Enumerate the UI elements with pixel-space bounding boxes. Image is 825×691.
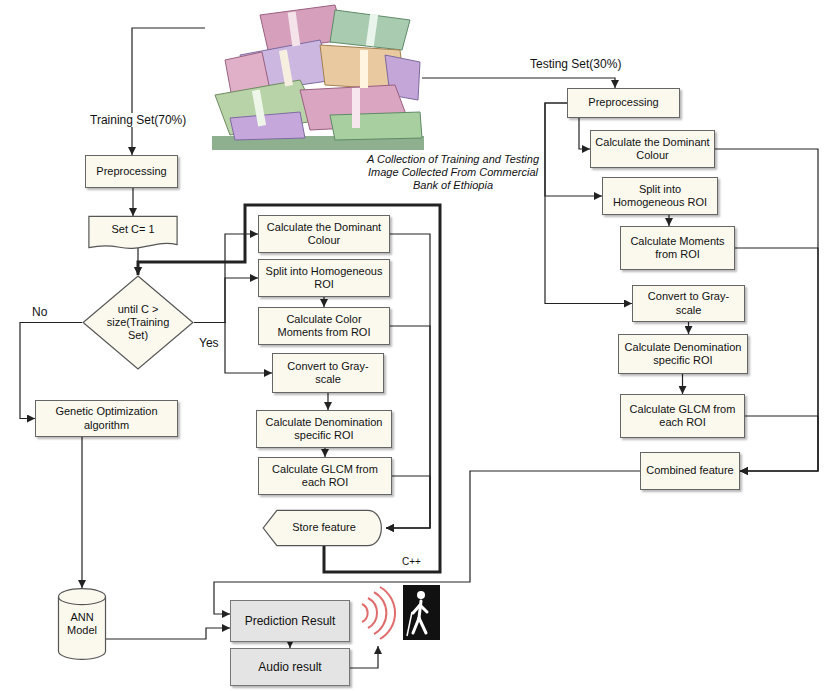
model-cylinder: ANN Model [58, 588, 106, 660]
decision-diamond: until C > size(Training Set) [82, 275, 194, 370]
blind-person-icon [403, 585, 440, 640]
output-line [350, 646, 378, 668]
set-label: Training Set(70%) [88, 113, 188, 127]
process-box: Preprocessing [567, 88, 680, 118]
branch-label: Yes [197, 336, 221, 350]
flow-arrow [386, 476, 430, 528]
process-box: Calculate GLCM from each ROI [258, 457, 392, 495]
node-text: Calculate Denomination specific ROI [623, 341, 743, 367]
flow-arrow [81, 437, 82, 588]
node-text: Calculate the Dominant Colour [595, 136, 710, 162]
node-text: Calculate Color Moments from ROI [263, 313, 385, 339]
node-text: Combined feature [646, 464, 733, 477]
node-text: Calculate Denomination specific ROI [261, 416, 387, 442]
flow-arrow [324, 448, 325, 457]
sound-icon [362, 587, 395, 639]
process-box: Split into Homogeneous ROI [258, 259, 390, 297]
flow-arrow [386, 326, 430, 528]
node-text: Convert to Gray-scale [637, 290, 740, 316]
process-box: Genetic Optimization algorithm [35, 400, 178, 437]
flow-arrow [740, 416, 818, 471]
branch-label: No [30, 305, 49, 319]
process-box: Split into Homogeneous ROI [602, 177, 718, 215]
node-text: Store feature [292, 521, 356, 534]
process-box: Calculate the Dominant Colour [590, 130, 715, 168]
flow-arrow [682, 374, 683, 394]
loop-init-box: Set C= 1 [88, 216, 178, 250]
node-text: Prediction Result [245, 614, 336, 628]
flow-arrow [579, 118, 590, 149]
flow-arrow [327, 393, 328, 410]
node-text: Preprocessing [96, 165, 166, 178]
process-box: Calculate Denomination specific ROI [256, 410, 392, 448]
input-line [132, 28, 205, 155]
process-box: Combined feature [640, 452, 740, 490]
output-box: Prediction Result [230, 600, 350, 642]
image-caption: A Collection of Training and Testing Ima… [362, 153, 544, 193]
money-illustration [212, 5, 424, 150]
node-text: Split into Homogeneous ROI [263, 265, 385, 291]
node-text: Calculate Moments from ROI [625, 235, 730, 261]
set-label: Testing Set(30%) [528, 57, 623, 71]
node-text: Convert to Gray-scale [277, 360, 379, 386]
process-box: Preprocessing [85, 155, 178, 188]
input-line [422, 78, 615, 88]
flow-arrow [194, 278, 258, 323]
flow-arrow [323, 297, 324, 307]
node-text: Audio result [258, 660, 321, 674]
flow-arrow [194, 234, 258, 323]
node-text: ANN Model [64, 611, 100, 637]
process-box: Calculate Moments from ROI [620, 226, 735, 270]
flow-arrow [106, 628, 230, 639]
node-text: Calculate the Dominant Colour [263, 221, 385, 247]
language-label: C++ [400, 556, 423, 568]
node-text: Calculate GLCM from each ROI [625, 403, 740, 429]
storage-shape: Store feature [262, 510, 386, 546]
process-box: Calculate Denomination specific ROI [618, 334, 748, 374]
flow-arrow [688, 322, 689, 334]
process-box: Calculate GLCM from each ROI [620, 394, 745, 438]
flow-arrow [668, 215, 669, 226]
process-box: Convert to Gray-scale [632, 285, 745, 322]
node-text: Split into Homogeneous ROI [607, 183, 713, 209]
node-text: Preprocessing [588, 96, 658, 109]
node-text: until C > size(Training Set) [102, 303, 174, 343]
node-text: Genetic Optimization algorithm [40, 405, 173, 431]
process-box: Calculate the Dominant Colour [258, 215, 390, 253]
loop-connector [138, 205, 440, 572]
node-text: Set C= 1 [111, 223, 154, 236]
process-box: Calculate Color Moments from ROI [258, 307, 390, 345]
output-box: Audio result [230, 648, 350, 686]
flow-arrow [386, 234, 430, 528]
node-text: Calculate GLCM from each ROI [263, 463, 387, 489]
process-box: Convert to Gray-scale [272, 353, 384, 393]
flow-arrow [132, 188, 133, 216]
